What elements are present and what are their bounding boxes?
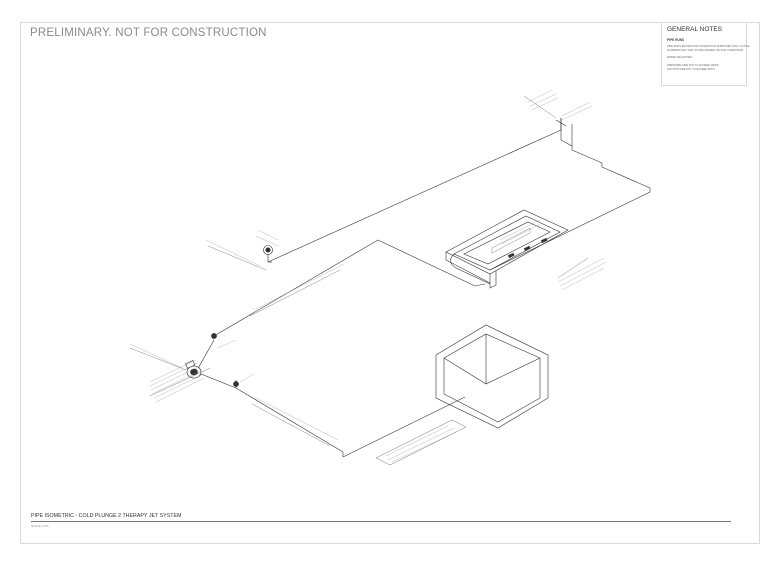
pipe-riser-top: [560, 118, 573, 147]
leader-line: [251, 403, 331, 447]
text-block-mark: [205, 239, 261, 267]
lower-note-box: [375, 419, 467, 466]
cold-plunge-tub-inner: [463, 221, 551, 265]
leader-line: [207, 245, 267, 271]
text-block-mark: [531, 97, 559, 111]
pipe-riser-top-cap: [555, 119, 567, 127]
text-block-mark: [217, 339, 237, 349]
text-block-mark: [527, 89, 553, 103]
text-block-mark: [151, 369, 203, 395]
general-note-line: WATER VELOCITIES: [667, 56, 693, 60]
text-block-mark: [529, 93, 557, 107]
drawing-title: PIPE ISOMETRIC - COLD PLUNGE 2 THERAPY J…: [31, 513, 182, 519]
tub-callout-box: [491, 227, 531, 254]
leader-line: [557, 257, 589, 279]
jet-fitting-icon: [507, 252, 515, 259]
valve-icon: [233, 381, 239, 387]
text-block-mark: [255, 235, 279, 247]
text-block-mark: [561, 105, 593, 121]
pipe-run-middle: [213, 239, 476, 337]
text-block-mark: [557, 257, 605, 283]
text-block-mark: [155, 377, 205, 403]
drawing-sheet-border: [20, 22, 760, 544]
cold-plunge-tub-outer: [445, 209, 569, 275]
pipe-run-lower: [195, 371, 466, 458]
text-block-mark: [499, 219, 541, 241]
text-block-mark: [253, 263, 345, 311]
general-note-line: PIPE RUNS SHOWN FOR CONCEPTUAL PURPOSES …: [667, 45, 751, 48]
jet-fitting-icon: [523, 245, 531, 252]
vessel-outer: [435, 324, 549, 429]
preliminary-watermark: PRELIMINARY. NOT FOR CONSTRUCTION: [30, 27, 267, 39]
cold-plunge-tub-base: [489, 271, 497, 289]
pipe-pump-link: [195, 339, 215, 373]
text-block-mark: [387, 427, 455, 461]
general-notes-title: GENERAL NOTES: [667, 26, 723, 33]
valve-icon: [263, 245, 273, 255]
leader-line: [129, 347, 187, 371]
text-block-mark: [255, 397, 339, 441]
text-block-mark: [150, 365, 201, 391]
leader-line: [249, 269, 341, 317]
valve-icon: [211, 333, 217, 339]
text-block-mark: [257, 229, 279, 241]
general-note-line: PRESSURE SIDE NOT TO EXCEED 10FPS: [667, 63, 719, 67]
text-block-mark: [501, 223, 541, 245]
vessel-inner-left: [443, 357, 541, 423]
general-note-line: SUCTION SIDE NOT TO EXCEED 6FPS: [667, 67, 715, 71]
text-block-mark: [385, 425, 449, 457]
pipe-run-middle-b: [474, 283, 486, 287]
drawing-scale: SCALE: NTS: [31, 524, 49, 528]
general-notes-panel: GENERAL NOTES PIPE RUNS PIPE RUNS SHOWN …: [661, 22, 751, 86]
text-block-mark: [391, 431, 457, 463]
leader-line: [523, 95, 557, 119]
text-block-mark: [149, 362, 199, 387]
text-block-mark: [239, 373, 255, 383]
leader-line: [149, 367, 211, 397]
cold-plunge-tub-edge: [445, 252, 491, 284]
text-block-mark: [149, 359, 197, 383]
general-notes-subtitle: PIPE RUNS: [667, 38, 685, 42]
text-block-mark: [561, 267, 605, 291]
vessel-inner-top: [443, 333, 541, 359]
cold-plunge-tub-side: [450, 253, 491, 285]
text-block-mark: [559, 261, 607, 287]
text-block-mark: [129, 343, 183, 369]
title-divider: [31, 521, 731, 522]
pipe-run-upper: [267, 118, 562, 263]
cold-plunge-tub-rim: [453, 215, 561, 271]
text-block-mark: [153, 373, 205, 399]
jet-fitting-icon: [540, 237, 548, 244]
pipe-run-right: [489, 146, 651, 271]
general-note-line: PLUMBING MAY VARY IN FIELD BASED ON SITE…: [667, 49, 744, 53]
text-block-mark: [561, 101, 591, 117]
